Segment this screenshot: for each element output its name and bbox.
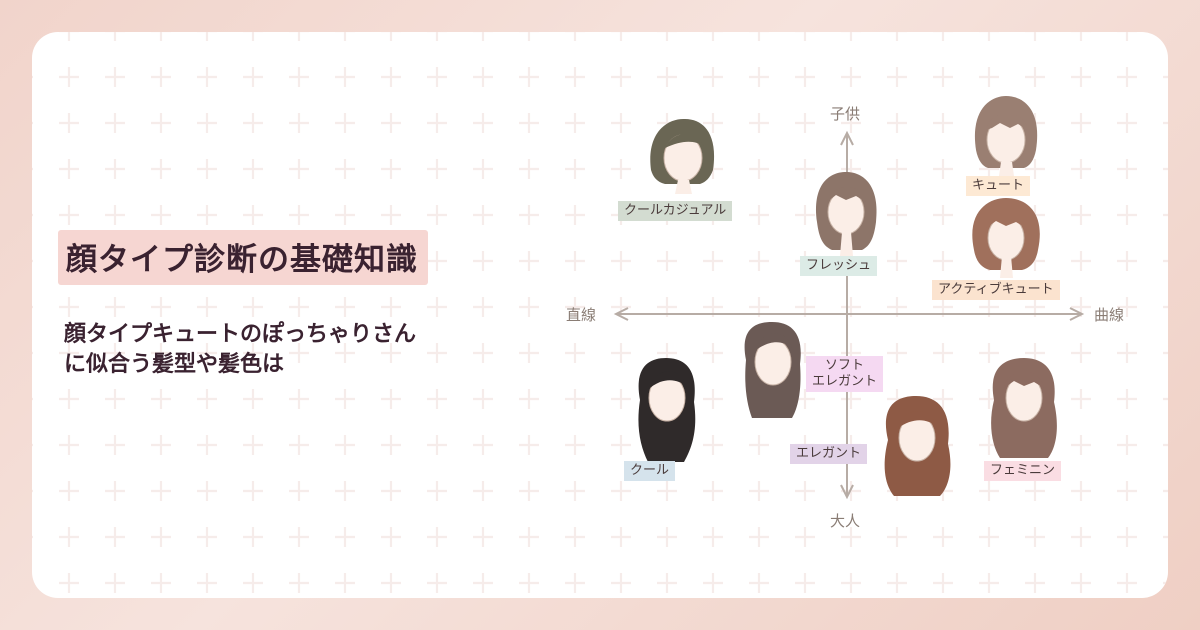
horizontal-axis: [613, 307, 1085, 321]
subtitle-line-2: に似合う髪型や髪色は: [64, 352, 285, 377]
face-illustration-active-cute: [972, 198, 1040, 278]
axis-label-left: 直線: [566, 306, 597, 324]
type-label-soft-elegant-line-2: エレガント: [812, 374, 878, 389]
type-label-soft-elegant: ソフト エレガント: [806, 356, 884, 392]
page-title: 顔タイプ診断の基礎知識: [58, 230, 428, 285]
subtitle: 顔タイプキュートのぽっちゃりさん に似合う髪型や髪色は: [64, 320, 416, 380]
type-label-soft-elegant-line-1: ソフト: [825, 358, 865, 373]
type-label-cool-casual: クールカジュアル: [618, 201, 733, 221]
type-label-active-cute: アクティブキュート: [932, 280, 1060, 300]
axis-label-bottom: 大人: [830, 512, 861, 530]
type-label-elegant: エレガント: [790, 444, 868, 464]
axis-label-top: 子供: [830, 105, 861, 123]
face-illustration-cool-casual: [650, 118, 715, 194]
type-label-cool: クール: [624, 461, 676, 481]
face-illustration-cute: [974, 96, 1038, 176]
face-illustration-fresh: [816, 172, 877, 256]
type-label-cute: キュート: [966, 176, 1031, 196]
type-label-feminine: フェミニン: [984, 461, 1062, 481]
axis-label-right: 曲線: [1094, 306, 1125, 324]
type-label-fresh: フレッシュ: [800, 256, 878, 276]
face-illustration-feminine: [991, 358, 1057, 458]
face-illustration-cool: [638, 358, 696, 462]
face-illustration-elegant: [884, 396, 951, 496]
face-illustration-soft-elegant: [744, 322, 801, 418]
subtitle-line-1: 顔タイプキュートのぽっちゃりさん: [64, 322, 417, 347]
